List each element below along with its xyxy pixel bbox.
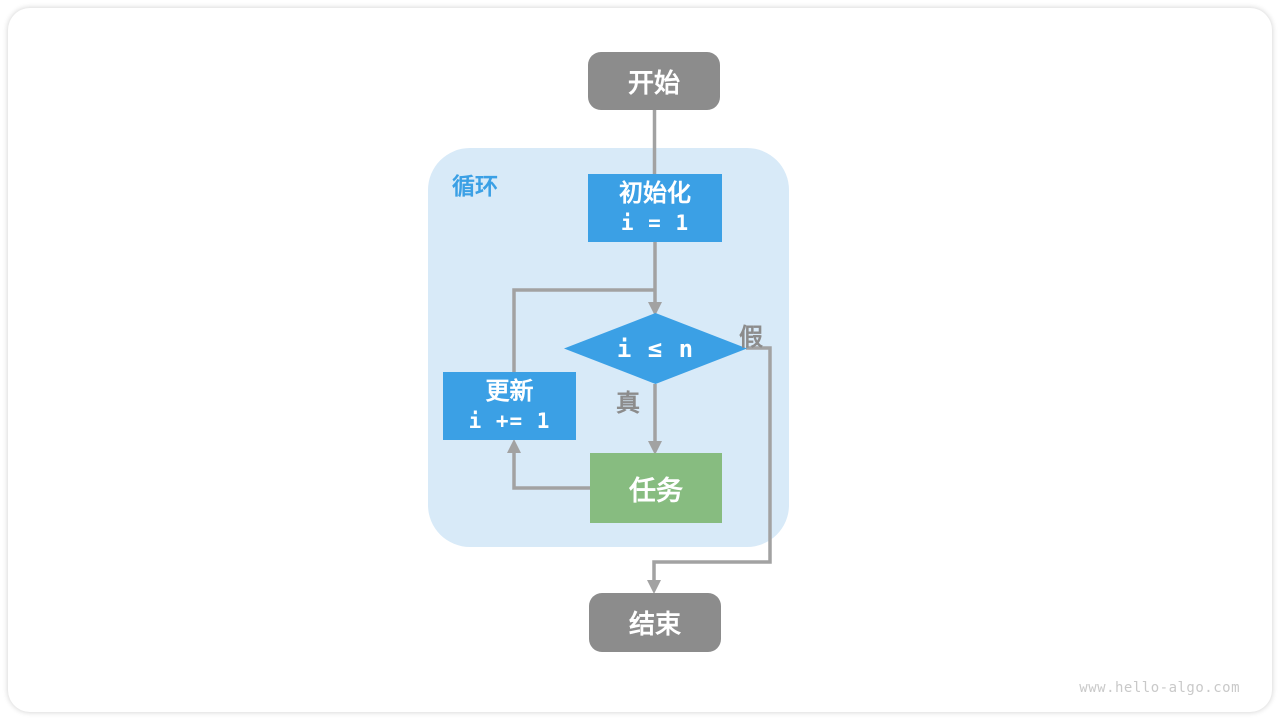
edge-label-true: 真	[616, 390, 640, 417]
edge-label-false: 假	[739, 324, 763, 351]
node-init-title: 初始化	[619, 180, 691, 207]
arrowhead-into-end	[647, 580, 661, 594]
node-task: 任务	[590, 453, 722, 523]
node-start: 开始	[588, 52, 720, 110]
watermark-text: www.hello-algo.com	[1079, 680, 1240, 696]
node-update-title: 更新	[485, 378, 534, 405]
node-init: 初始化 i = 1	[588, 174, 722, 242]
node-update: 更新 i += 1	[443, 372, 576, 440]
node-condition-label: i ≤ n	[616, 334, 695, 363]
node-end: 结束	[589, 593, 721, 652]
node-update-code: i += 1	[468, 408, 551, 433]
node-start-label: 开始	[627, 67, 680, 98]
loop-region-label: 循环	[452, 173, 498, 199]
node-init-code: i = 1	[620, 210, 690, 235]
node-end-label: 结束	[628, 609, 681, 639]
node-task-label: 任务	[629, 475, 683, 506]
